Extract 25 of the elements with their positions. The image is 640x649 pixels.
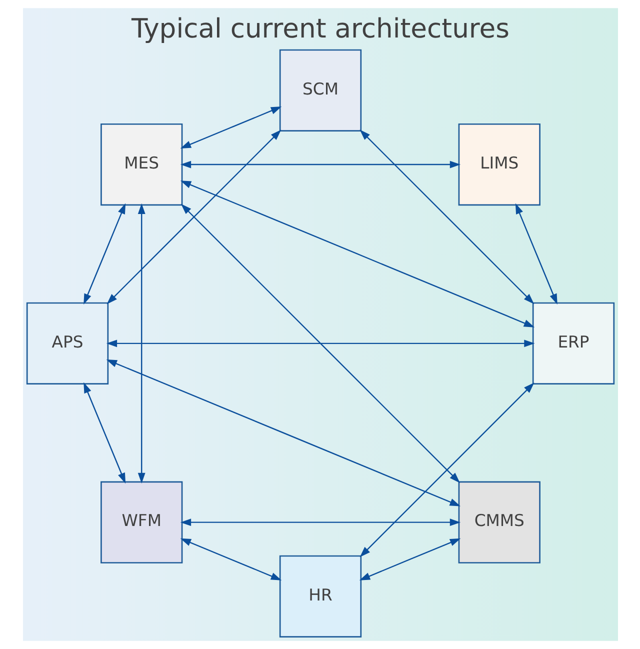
arrow bbox=[180, 204, 460, 483]
arrow bbox=[180, 518, 460, 526]
node-box: ERP bbox=[532, 302, 614, 385]
arrow bbox=[137, 203, 145, 484]
node-box: WFM bbox=[100, 481, 182, 564]
node-box: HR bbox=[278, 555, 362, 638]
arrow bbox=[83, 203, 126, 305]
arrow bbox=[106, 360, 460, 506]
node-box: APS bbox=[26, 302, 108, 385]
arrow bbox=[106, 130, 281, 304]
arrow bbox=[358, 538, 460, 580]
arrow bbox=[83, 382, 126, 484]
arrow bbox=[106, 340, 534, 348]
node-box: SCM bbox=[278, 49, 362, 132]
arrow bbox=[180, 538, 282, 580]
node-box: LIMS bbox=[458, 123, 540, 206]
arrow bbox=[180, 160, 460, 168]
node-box: MES bbox=[100, 123, 182, 206]
arrow bbox=[180, 106, 282, 148]
arrow bbox=[359, 382, 534, 558]
arrow bbox=[514, 203, 557, 305]
arrow bbox=[180, 180, 534, 328]
arrow bbox=[359, 130, 534, 304]
node-box: CMMS bbox=[458, 481, 540, 564]
diagram-title: Typical current architectures bbox=[130, 14, 510, 45]
